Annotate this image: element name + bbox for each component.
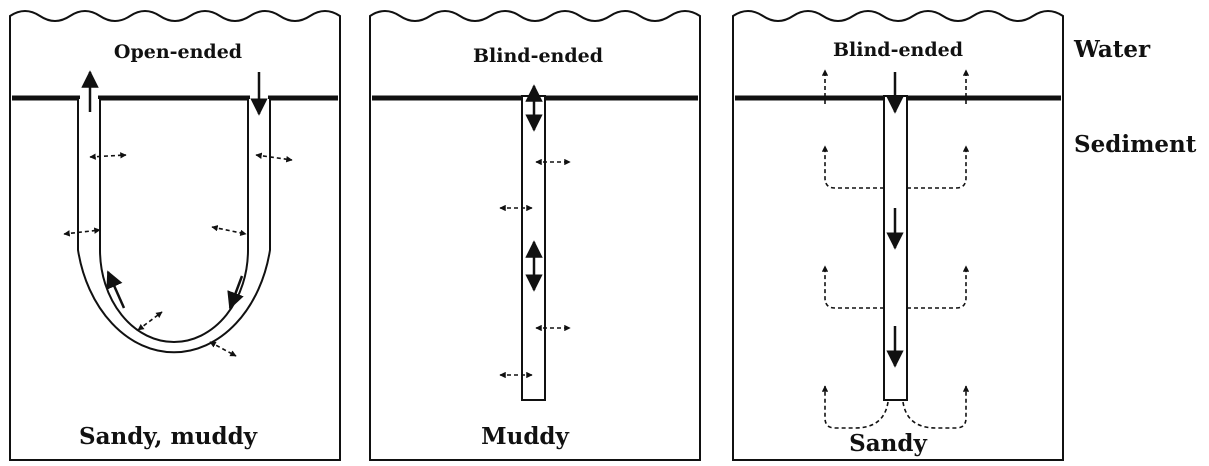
- panel-title: Blind-ended: [473, 45, 603, 67]
- flow-down-arrow: [227, 275, 244, 310]
- panel-title: Blind-ended: [833, 39, 963, 61]
- panel-frame: [9, 10, 341, 461]
- flow-up-arrow: [106, 270, 126, 309]
- exchange-arrows: [63, 152, 293, 357]
- exchange-arrows: [821, 69, 970, 429]
- panel-title: Open-ended: [114, 41, 242, 63]
- panel-blind-ended-sandy: Blind-ended Sandy: [732, 10, 1064, 461]
- sediment-label: Sediment: [1074, 131, 1197, 158]
- panel-blind-ended-muddy: Blind-ended Muddy: [369, 10, 701, 461]
- water-label: Water: [1073, 36, 1151, 63]
- substrate-label: Sandy: [849, 430, 927, 457]
- substrate-label: Sandy, muddy: [79, 423, 258, 450]
- panel-open-ended: Open-ended Sandy, muddy: [9, 10, 341, 461]
- exchange-arrows: [499, 158, 571, 379]
- substrate-label: Muddy: [481, 423, 569, 450]
